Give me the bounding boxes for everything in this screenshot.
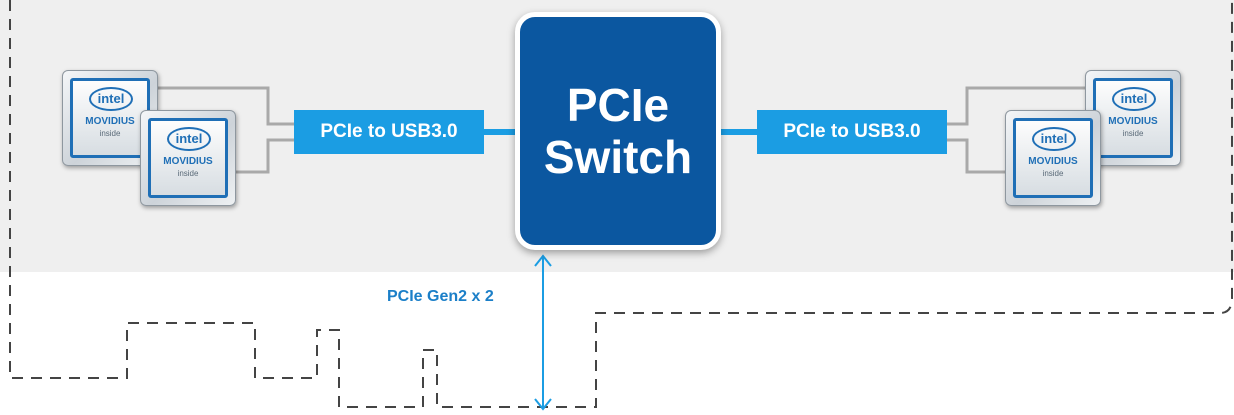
chip-tag: inside — [1122, 129, 1144, 138]
chip-brand: MOVIDIUS — [1028, 156, 1078, 167]
pcie-switch: PCIe Switch — [515, 12, 721, 250]
chip-brand: MOVIDIUS — [1108, 116, 1158, 127]
movidius-chip: intel MOVIDIUS inside — [62, 70, 158, 166]
movidius-chip: intel MOVIDIUS inside — [140, 110, 236, 206]
switch-label-line2: Switch — [543, 131, 693, 183]
switch-label-line1: PCIe — [566, 79, 670, 131]
bridge-left: PCIe to USB3.0 — [294, 110, 484, 154]
chip-frame: intel MOVIDIUS inside — [70, 78, 150, 158]
chip-frame: intel MOVIDIUS inside — [1013, 118, 1093, 198]
chip-tag: inside — [1042, 169, 1064, 178]
chip-frame: intel MOVIDIUS inside — [1093, 78, 1173, 158]
bridge-right: PCIe to USB3.0 — [757, 110, 947, 154]
intel-logo: intel — [1112, 87, 1156, 111]
chip-frame: intel MOVIDIUS inside — [148, 118, 228, 198]
left-chip-connectors — [155, 86, 294, 174]
intel-logo: intel — [89, 87, 133, 111]
board-outline-dashed — [9, 0, 1233, 408]
movidius-chip: intel MOVIDIUS inside — [1085, 70, 1181, 166]
intel-logo: intel — [1032, 127, 1076, 151]
uplink-label: PCIe Gen2 x 2 — [387, 288, 494, 305]
chip-tag: inside — [177, 169, 199, 178]
intel-logo: intel — [167, 127, 211, 151]
movidius-chip: intel MOVIDIUS inside — [1005, 110, 1101, 206]
chip-brand: MOVIDIUS — [85, 116, 135, 127]
chip-brand: MOVIDIUS — [163, 156, 213, 167]
uplink-double-arrow — [534, 254, 552, 411]
chip-tag: inside — [99, 129, 121, 138]
right-chip-connectors — [947, 86, 1087, 174]
